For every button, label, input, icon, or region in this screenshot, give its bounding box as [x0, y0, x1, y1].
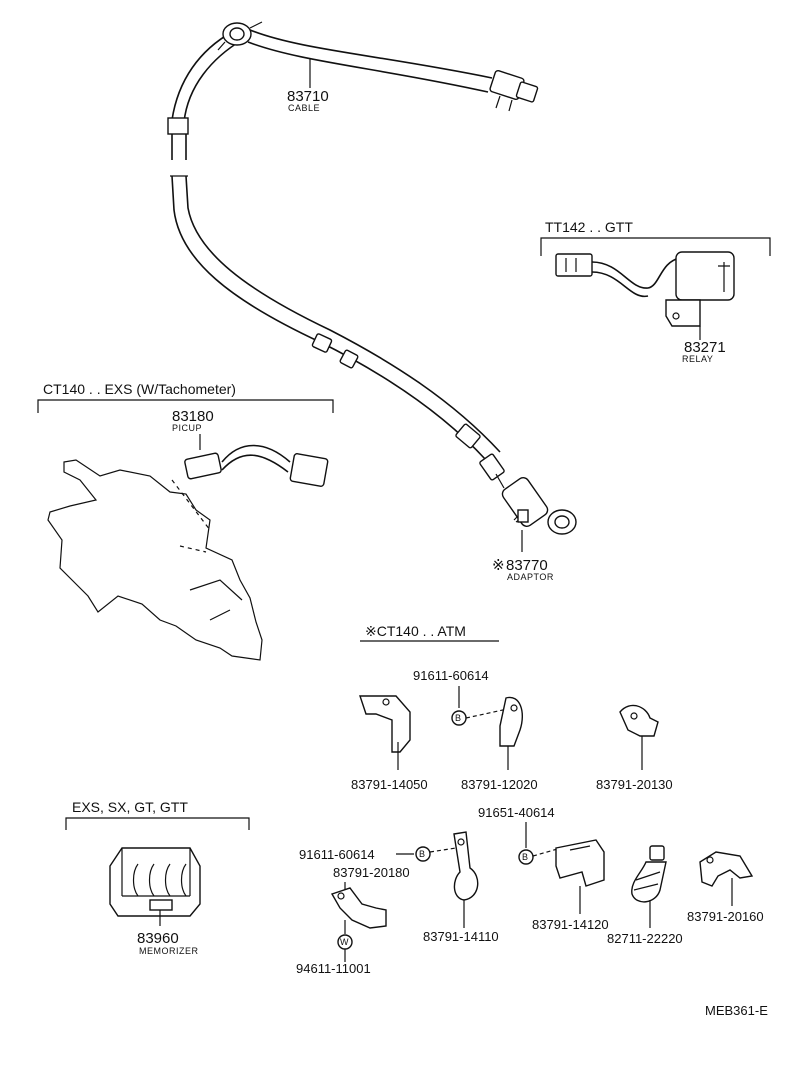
part-91611-60614-top: 91611-60614	[413, 668, 489, 683]
memorizer-drawing	[109, 847, 201, 926]
group-label-ct140-atm: ※CT140 . . ATM	[365, 623, 466, 639]
figure-code: MEB361-E	[705, 1003, 768, 1018]
relay-part-name: RELAY	[682, 354, 713, 364]
clamp-14110-drawing	[453, 831, 479, 928]
picup-part-name: PICUP	[172, 423, 202, 433]
cable-part-number: 83710	[287, 88, 329, 105]
bracket-14120-drawing	[555, 839, 605, 914]
clamp-22220-drawing	[631, 845, 667, 928]
part-83791-14050: 83791-14050	[351, 777, 428, 792]
bracket-14050-drawing	[359, 695, 411, 770]
memorizer-part-name: MEMORIZER	[139, 946, 199, 956]
dash-b1	[465, 707, 513, 719]
clamp-20180-drawing	[330, 882, 387, 934]
adaptor-part-number: 83770	[506, 557, 548, 574]
adaptor-drawing	[501, 477, 577, 552]
group-label-tt142: TT142 . . GTT	[545, 219, 633, 235]
marker-b3	[415, 846, 431, 862]
part-91611-60614-left: 91611-60614	[299, 847, 375, 862]
speedometer-cable-drawing	[167, 21, 539, 489]
part-83791-14120: 83791-14120	[532, 917, 609, 932]
part-83791-20160: 83791-20160	[687, 909, 764, 924]
relay-drawing	[555, 251, 735, 340]
part-83791-20180: 83791-20180	[333, 865, 410, 880]
part-82711-22220: 82711-22220	[607, 931, 683, 946]
relay-part-number: 83271	[684, 339, 726, 356]
transmission-drawing	[47, 459, 263, 661]
part-83791-12020: 83791-12020	[461, 777, 538, 792]
dash-b3	[429, 847, 457, 853]
marker-w-label: W	[340, 937, 349, 947]
clamp-12020-drawing	[499, 696, 524, 770]
part-83791-14110: 83791-14110	[423, 929, 499, 944]
adaptor-mark: ※	[492, 557, 505, 574]
group-label-ct140-exs: CT140 . . EXS (W/Tachometer)	[43, 381, 236, 397]
marker-b3-label: B	[419, 849, 426, 859]
group-bracket-ct140-exs	[37, 399, 334, 413]
marker-b1-label: B	[455, 713, 462, 723]
memorizer-part-number: 83960	[137, 930, 179, 947]
picup-drawing	[184, 434, 329, 487]
clamp-20130-drawing	[619, 704, 659, 770]
group-bracket-tt142	[540, 237, 771, 256]
group-label-exs-gtt: EXS, SX, GT, GTT	[72, 799, 188, 815]
marker-b2	[518, 849, 534, 865]
cable-part-name: CABLE	[288, 103, 320, 113]
clamp-20160-drawing	[699, 851, 754, 906]
part-94611-11001: 94611-11001	[296, 961, 371, 976]
part-83791-20130: 83791-20130	[596, 777, 673, 792]
part-91651-40614: 91651-40614	[478, 805, 555, 820]
marker-b2-label: B	[522, 852, 529, 862]
group-bracket-exs-gtt	[65, 817, 250, 830]
adaptor-part-name: ADAPTOR	[507, 572, 554, 582]
picup-part-number: 83180	[172, 408, 214, 425]
